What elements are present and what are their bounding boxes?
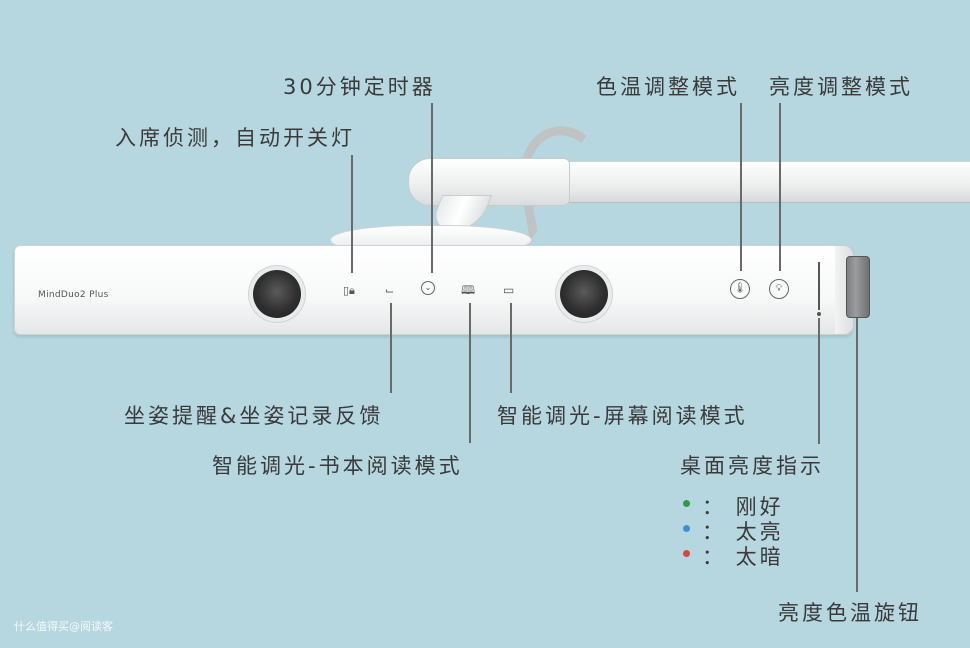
legend-dot-dim xyxy=(683,550,690,557)
watermark: 什么值得买@阅读客 xyxy=(14,620,113,633)
label-brightness-mode: 亮度调整模式 xyxy=(769,75,913,99)
person-lock-icon[interactable]: ▯🔒︎ xyxy=(343,284,355,297)
leader-timer xyxy=(431,103,433,273)
chair-icon[interactable]: ⌙ xyxy=(385,284,395,297)
thermometer-icon[interactable]: 🌡︎ xyxy=(730,279,750,299)
legend-bright: ： 太亮 xyxy=(702,520,784,544)
label-book-reading: 智能调光-书本阅读模式 xyxy=(212,454,463,478)
brand-label: MindDuo2 Plus xyxy=(38,290,109,300)
leader-knob xyxy=(856,318,858,592)
left-knob[interactable] xyxy=(253,270,301,318)
label-posture: 坐姿提醒&坐姿记录反馈 xyxy=(124,404,384,428)
right-knob[interactable] xyxy=(560,270,608,318)
legend-good: ： 刚好 xyxy=(702,495,784,519)
lamp-arm xyxy=(560,161,970,203)
label-knob: 亮度色温旋钮 xyxy=(778,601,922,625)
legend-dim: ： 太暗 xyxy=(702,545,784,569)
bulb-icon[interactable]: 💡︎ xyxy=(769,279,789,299)
legend-dot-good xyxy=(683,500,690,507)
leader-screen xyxy=(510,303,512,393)
leader-book xyxy=(469,303,471,443)
legend-dot-bright xyxy=(683,525,690,532)
brightness-indicator-slot xyxy=(818,262,820,310)
leader-color-temp xyxy=(740,103,742,271)
label-color-temp-mode: 色温调整模式 xyxy=(596,75,740,99)
label-screen-reading: 智能调光-屏幕阅读模式 xyxy=(497,404,748,428)
clock-icon[interactable]: ⌄ xyxy=(421,281,435,295)
label-desk-brightness: 桌面亮度指示 xyxy=(680,454,824,478)
label-presence: 入席侦测，自动开关灯 xyxy=(115,126,355,150)
monitor-icon[interactable]: ▭ xyxy=(503,283,515,297)
leader-presence xyxy=(351,155,353,273)
label-timer: 30分钟定时器 xyxy=(283,75,436,99)
book-icon[interactable]: 🕮︎ xyxy=(461,283,476,297)
leader-desk-brightness xyxy=(818,318,820,444)
leader-posture xyxy=(390,303,392,393)
leader-brightness xyxy=(779,103,781,271)
brightness-indicator-dot xyxy=(817,312,821,316)
brightness-color-temp-rotary[interactable] xyxy=(846,256,870,318)
